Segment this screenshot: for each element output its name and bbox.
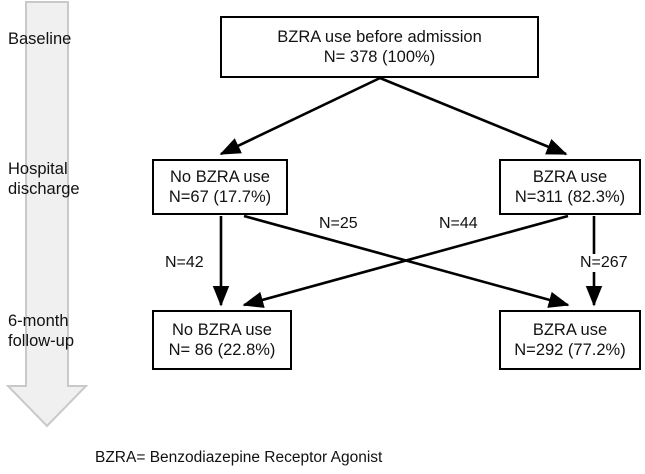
node-followup-yes-count: N=292 (77.2%) (514, 341, 626, 359)
timeline-down-arrow-icon (5, 1, 89, 428)
node-discharge-yes-count: N=311 (82.3%) (514, 188, 626, 206)
edge-label-no-to-yes: N=25 (317, 215, 360, 233)
node-followup-bzra: BZRA use N=292 (77.2%) (499, 310, 641, 370)
edge-label-no-to-no: N=42 (163, 254, 206, 272)
node-discharge-no-title: No BZRA use (170, 167, 270, 186)
stage-label-followup: 6-month follow-up (8, 312, 74, 352)
node-baseline: BZRA use before admission N= 378 (100%) (220, 16, 539, 78)
node-baseline-title: BZRA use before admission (277, 27, 482, 46)
node-discharge-no-count: N=67 (17.7%) (168, 188, 272, 206)
node-followup-no-title: No BZRA use (172, 320, 272, 339)
node-discharge-bzra: BZRA use N=311 (82.3%) (499, 159, 641, 215)
node-baseline-count: N= 378 (100%) (323, 48, 436, 66)
node-followup-no-count: N= 86 (22.8%) (168, 341, 276, 359)
stage-label-followup-line2: follow-up (8, 331, 75, 350)
stage-label-baseline: Baseline (8, 30, 71, 50)
stage-label-baseline-text: Baseline (8, 30, 72, 48)
node-followup-yes-title: BZRA use (532, 320, 608, 339)
stage-label-followup-line1: 6-month (8, 312, 69, 330)
node-discharge-yes-title: BZRA use (532, 167, 608, 186)
node-discharge-no-bzra: No BZRA use N=67 (17.7%) (152, 159, 288, 215)
figure-footnote: BZRA= Benzodiazepine Receptor Agonist (95, 449, 383, 466)
node-followup-no-bzra: No BZRA use N= 86 (22.8%) (152, 310, 292, 370)
stage-label-discharge-line1: Hospital (8, 160, 68, 178)
edge-yes-to-no (242, 214, 569, 308)
stage-label-discharge: Hospital discharge (8, 160, 80, 200)
edge-label-yes-to-no: N=44 (437, 215, 480, 233)
edge-baseline-to-discharge-yes (379, 76, 568, 156)
edge-label-yes-to-yes: N=267 (578, 254, 630, 272)
edge-baseline-to-discharge-no (219, 76, 381, 156)
stage-label-discharge-line2: discharge (8, 179, 80, 198)
